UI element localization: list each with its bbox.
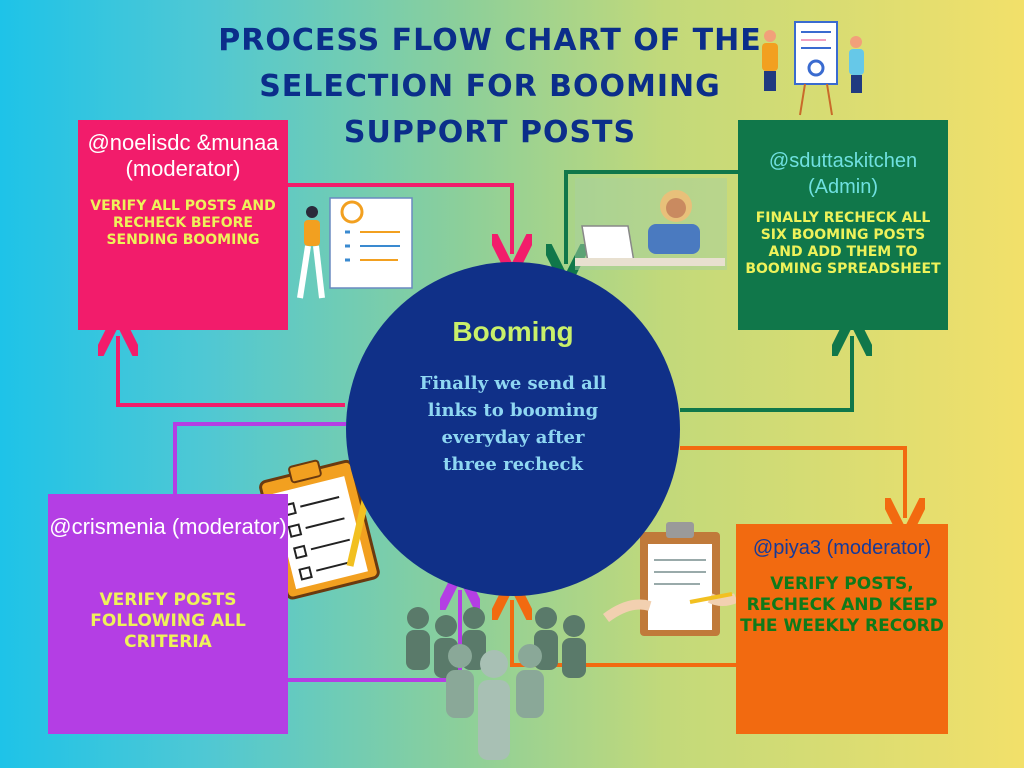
noelisdc-task: Verify all posts and recheck before send… [90,198,276,248]
arrow-booming-to-noelis [118,336,345,407]
booming-heading: Booming [452,316,574,347]
page-title: Process Flow Chart of the Selection for … [218,23,762,150]
arrow-crismenia-to-booming [173,422,346,494]
arrow-booming-to-sdutta [680,336,852,412]
sdutta-task: Finally recheck all six booming posts an… [745,210,941,277]
noelisdc-name: @noelisdc &munaa (moderator) [87,130,279,181]
crismenia-task: Verify posts following all criteria [90,590,246,652]
booming-body: Finally we send all links to booming eve… [419,373,607,475]
arrow-booming-to-piya [680,446,905,518]
piya-box: @piya3 (moderator) Verify posts, recheck… [736,524,948,734]
checklist-illustration [297,197,413,299]
sdutta-box: @sduttaskitchen (Admin) Finally recheck … [738,120,948,330]
sdutta-name: @sduttaskitchen (Admin) [768,150,918,198]
crowd-illustration [406,607,586,760]
presentation-illustration [762,21,864,116]
booming-circle: Booming Finally we send all links to boo… [346,262,680,596]
piya-name: @piya3 (moderator) [752,537,932,559]
arrow-noelis-to-booming [288,183,512,254]
noelisdc-box: @noelisdc &munaa (moderator) Verify all … [78,120,288,330]
arrow-sdutta-to-booming [566,170,738,264]
woman-laptop-illustration [575,178,727,270]
crismenia-name: @crismenia (moderator) [49,514,287,539]
arrow-piya-to-booming [512,600,736,667]
signing-document-illustration [603,522,738,636]
crismenia-box: @crismenia (moderator) Verify posts foll… [48,494,288,734]
piya-task: Verify posts, recheck and keep the weekl… [740,574,944,636]
